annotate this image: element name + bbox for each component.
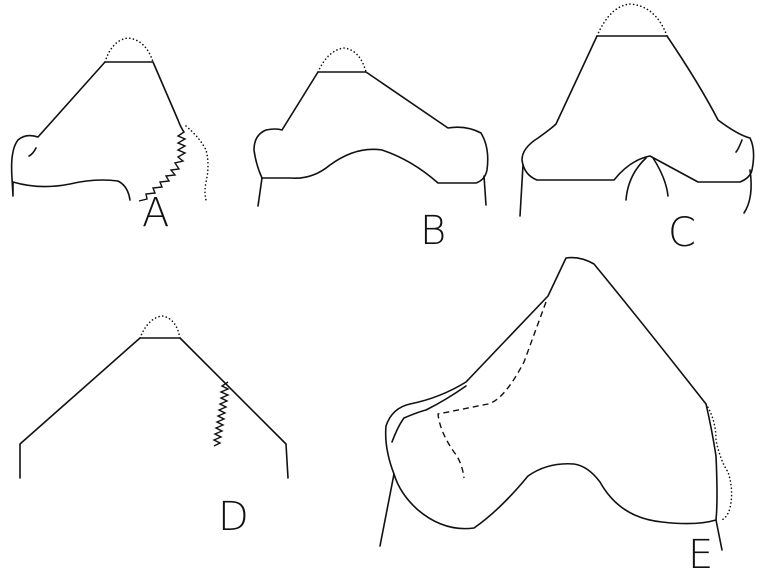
panel-c-dotted-tip: [596, 3, 668, 37]
panel-e-outline: [384, 256, 718, 530]
panel-c-side-tick: [735, 139, 743, 153]
panel-b-left-leg: [257, 177, 263, 207]
panel-d-suture: [212, 381, 230, 447]
panel-e-ridge: [391, 385, 467, 443]
panel-c-outline: [521, 35, 755, 183]
panel-b-right-leg: [483, 175, 487, 206]
panel-e-dashed-ridge: [437, 301, 547, 479]
panel-c-right-leg: [743, 169, 752, 214]
panel-b-outline: [253, 71, 489, 184]
panel-a-notch: [28, 147, 37, 157]
panel-c-inner-right: [652, 157, 669, 197]
panel-e: E: [379, 256, 733, 572]
panel-a-dotted-edge: [185, 125, 209, 201]
panel-a-suture: [138, 131, 187, 202]
panel-c-left-leg: [519, 164, 524, 217]
panel-c-label: C: [668, 210, 696, 256]
panel-b: B: [253, 47, 489, 254]
panel-d-label: D: [218, 494, 249, 540]
panel-c-inner-left: [625, 157, 647, 201]
panel-d-outline: [19, 337, 289, 479]
panel-a-outline: [10, 61, 185, 201]
panel-d: D: [19, 315, 289, 540]
panel-d-dotted-tip: [139, 315, 181, 339]
panel-e-left-leg: [379, 473, 395, 547]
panel-a: A: [10, 37, 209, 236]
panel-e-right-leg: [715, 519, 723, 551]
panel-e-dotted-edge: [705, 403, 733, 521]
panel-e-label: E: [688, 532, 713, 572]
panel-a-dotted-tip: [104, 37, 154, 63]
panel-a-label: A: [142, 190, 169, 236]
panel-b-label: B: [420, 208, 446, 254]
panel-b-dotted-tip: [317, 47, 367, 73]
panel-c: C: [519, 3, 755, 256]
